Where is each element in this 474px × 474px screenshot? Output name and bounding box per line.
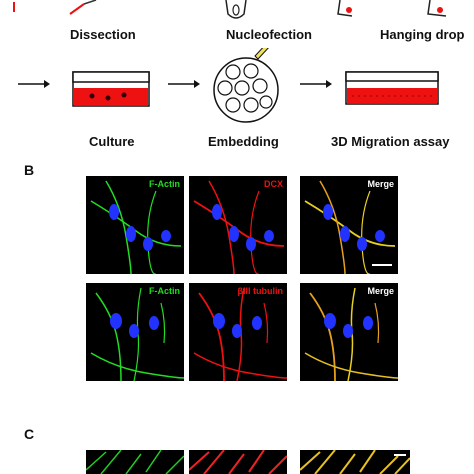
workflow-row-2 bbox=[18, 48, 439, 123]
micrograph-c-green bbox=[86, 450, 184, 474]
culture-dish-icon bbox=[72, 71, 150, 107]
label-beta-iii-tubulin: βIII tubulin bbox=[237, 286, 283, 296]
migration-dish-icon bbox=[345, 71, 439, 105]
scale-bar bbox=[394, 454, 406, 456]
micrograph-f-actin-row1: F-Actin bbox=[86, 176, 184, 274]
panel-b-letter: B bbox=[24, 162, 35, 178]
top-icons-fragment bbox=[13, 0, 447, 19]
micrograph-c-merge bbox=[300, 450, 410, 474]
micrograph-c-red bbox=[189, 450, 287, 474]
step-culture: Culture bbox=[89, 134, 135, 149]
panel-c-letter: C bbox=[24, 426, 35, 442]
step-3d-migration-assay: 3D Migration assay bbox=[331, 134, 450, 149]
label-merge: Merge bbox=[367, 179, 394, 189]
micrograph-merge-row2: Merge bbox=[300, 283, 398, 381]
embedding-plate-icon bbox=[213, 48, 279, 123]
micrograph-f-actin-row2: F-Actin bbox=[86, 283, 184, 381]
cuvette-icon bbox=[225, 0, 247, 19]
label-f-actin: F-Actin bbox=[149, 179, 180, 189]
micrograph-merge-row1: Merge bbox=[300, 176, 398, 274]
micrograph-dcx: DCX bbox=[189, 176, 287, 274]
label-f-actin: F-Actin bbox=[149, 286, 180, 296]
step-nucleofection: Nucleofection bbox=[226, 27, 312, 42]
micrograph-beta-iii-tubulin: βIII tubulin bbox=[189, 283, 287, 381]
scale-bar bbox=[372, 264, 392, 266]
step-dissection: Dissection bbox=[70, 27, 136, 42]
arrow-icon bbox=[168, 80, 200, 88]
label-merge: Merge bbox=[367, 286, 394, 296]
arrow-icon bbox=[300, 80, 332, 88]
step-embedding: Embedding bbox=[208, 134, 279, 149]
arrow-icon bbox=[18, 80, 50, 88]
dissection-red-tool bbox=[69, 3, 85, 15]
label-dcx: DCX bbox=[263, 179, 283, 189]
hanging-drop-icon bbox=[337, 0, 353, 17]
step-hanging-drop: Hanging drop bbox=[380, 27, 465, 42]
